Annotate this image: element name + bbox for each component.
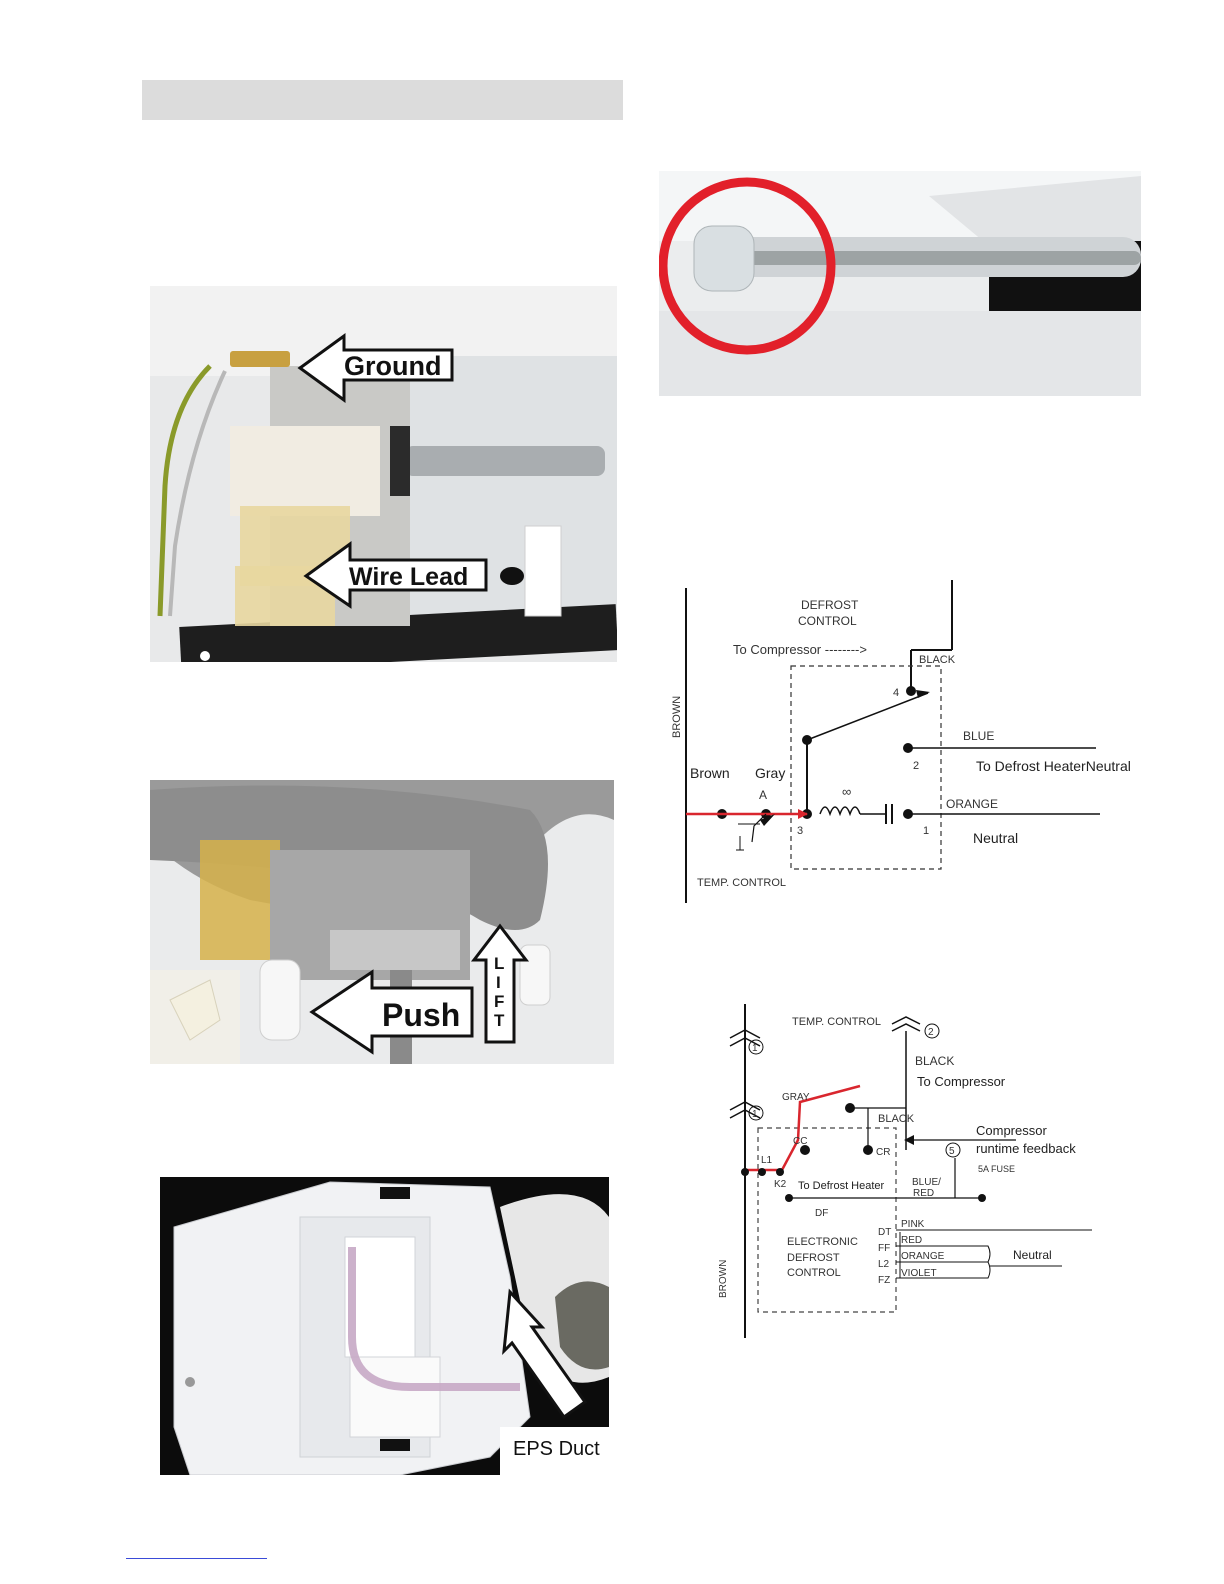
blue-red-label-1: BLUE/ [912,1177,941,1188]
blue-red-label-2: RED [913,1188,934,1199]
fz-label: FZ [878,1275,890,1286]
eps-duct-photo: EPS Duct [160,1177,609,1475]
circle-1a-label: 1 [752,1043,758,1054]
compressor-feedback-line2: runtime feedback [976,1141,1076,1156]
thermostat-ground-photo: Ground Wire Lead [150,286,617,662]
cc-label: CC [793,1136,807,1147]
cr-label: CR [876,1147,890,1158]
lift-label-f: F [494,992,504,1011]
to-defrost-heater-label: To Defrost HeaterNeutral [976,758,1131,774]
blue-wire-label: BLUE [963,729,994,743]
brown-wire-label: BROWN [718,1260,729,1298]
k2-label: K2 [774,1179,787,1190]
ground-label: Ground [344,351,441,381]
gray-terminal-label: Gray [755,765,785,781]
black-mid-label: BLACK [878,1113,915,1125]
to-compressor-label: To Compressor [917,1074,1006,1089]
defrost-control-label-1: DEFROST [801,598,859,612]
thermostat-ground-illustration: Ground Wire Lead [150,286,617,662]
mechanical-defrost-schematic: DEFROST CONTROL To Compressor --------> … [671,580,1131,903]
brown-wire-label: BROWN [671,696,683,738]
capillary-tube-photo [659,171,1141,396]
orange-wire-label: ORANGE [901,1251,945,1262]
infinity-label: ∞ [842,784,851,799]
thermostat-removal-photo: Push L I F T [150,780,614,1064]
eps-duct-label: EPS Duct [513,1438,600,1460]
pink-wire-label: PINK [901,1219,925,1230]
black-top-label: BLACK [915,1054,954,1068]
electronic-control-line1: ELECTRONIC [787,1236,858,1248]
fuse-label: 5A FUSE [978,1164,1015,1174]
lift-label-i: I [496,973,501,992]
violet-wire-label: VIOLET [901,1268,937,1279]
defrost-control-label-2: CONTROL [798,614,857,628]
circle-5-label: 5 [949,1146,955,1157]
mechanical-defrost-diagram: DEFROST CONTROL To Compressor --------> … [660,580,1140,905]
black-wire-label: BLACK [919,654,956,666]
temp-control-label: TEMP. CONTROL [792,1016,881,1028]
electronic-defrost-schematic: TEMP. CONTROL 1 1 2 5 BLACK To Compresso… [718,1004,1092,1338]
neutral-label: Neutral [973,830,1018,846]
point-a-label: A [759,788,767,802]
pin-3-label: 3 [797,825,803,837]
temp-control-label: TEMP. CONTROL [697,877,786,889]
neutral-label: Neutral [1013,1248,1052,1262]
highlight-circle [659,177,836,355]
wire-lead-label: Wire Lead [349,563,468,591]
pin-4-label: 4 [893,687,899,699]
circle-2-label: 2 [928,1027,934,1038]
compressor-feedback-line1: Compressor [976,1123,1047,1138]
gray-wire-label: GRAY [782,1092,810,1103]
to-defrost-heater-label: To Defrost Heater [798,1180,885,1192]
push-label: Push [382,997,460,1033]
circle-1b-label: 1 [752,1109,758,1120]
footer-rule [126,1558,267,1559]
section-header-bar [142,80,623,120]
lift-label-t: T [494,1011,505,1030]
pin-1-label: 1 [923,825,929,837]
ff-label: FF [878,1243,890,1254]
electronic-control-line2: DEFROST [787,1252,840,1264]
df-label: DF [815,1208,828,1219]
l1-label: L1 [761,1155,773,1166]
lift-label-l: L [494,954,504,973]
electronic-defrost-diagram: TEMP. CONTROL 1 1 2 5 BLACK To Compresso… [700,1000,1100,1340]
electronic-control-line3: CONTROL [787,1267,841,1279]
dt-label: DT [878,1227,891,1238]
capillary-tube-illustration [659,171,1141,396]
red-wire-label: RED [901,1235,922,1246]
to-compressor-label: To Compressor --------> [733,642,867,657]
thermostat-removal-illustration: Push L I F T [150,780,614,1064]
orange-wire-label: ORANGE [946,797,998,811]
brown-terminal-label: Brown [690,765,730,781]
eps-duct-illustration: EPS Duct [160,1177,609,1475]
pin-2-label: 2 [913,760,919,772]
l2-label: L2 [878,1259,890,1270]
